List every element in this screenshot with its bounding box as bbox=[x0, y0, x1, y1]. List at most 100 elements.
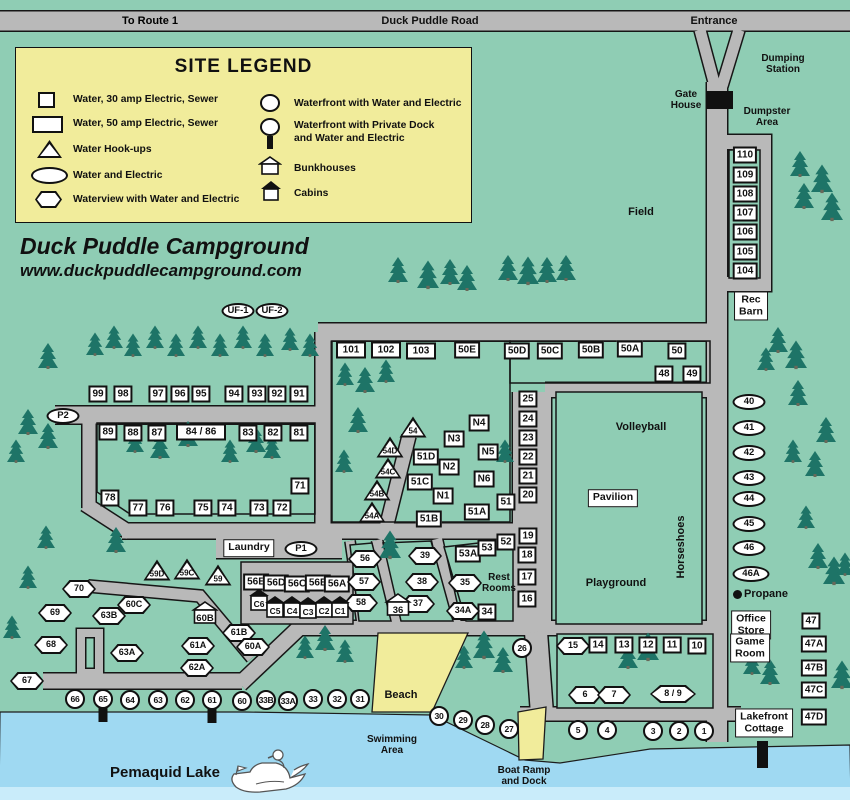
site-48: 48 bbox=[654, 365, 674, 383]
site-27: 27 bbox=[499, 719, 519, 739]
site-c6: C6 bbox=[248, 588, 270, 616]
site-22: 22 bbox=[518, 448, 538, 466]
site-104: 104 bbox=[732, 262, 758, 280]
hex-waterview-icon bbox=[35, 191, 62, 208]
site-40: 40 bbox=[732, 394, 766, 410]
gate-house-label: Gate House bbox=[670, 89, 702, 111]
site-62a: 62A bbox=[180, 659, 214, 677]
site-18: 18 bbox=[517, 546, 537, 564]
site-72: 72 bbox=[272, 499, 292, 517]
svg-text:C5: C5 bbox=[270, 606, 281, 616]
site-33: 33 bbox=[303, 689, 323, 709]
site-n4: N4 bbox=[468, 414, 490, 432]
site-93: 93 bbox=[247, 385, 267, 403]
site-89: 89 bbox=[98, 423, 118, 441]
site-88: 88 bbox=[123, 424, 143, 442]
site-c1: C1 bbox=[329, 595, 351, 623]
site-63a: 63A bbox=[110, 644, 144, 662]
site-uf-1: UF-1 bbox=[221, 303, 255, 319]
campground-title: Duck Puddle Campground bbox=[20, 233, 309, 259]
site-47c: 47C bbox=[800, 681, 828, 699]
site-81: 81 bbox=[289, 424, 309, 442]
lake-shallow-band bbox=[0, 787, 850, 800]
bunkhouse-icon bbox=[257, 156, 283, 181]
site-7: 7 bbox=[597, 686, 631, 704]
site-52: 52 bbox=[496, 533, 516, 551]
site-23: 23 bbox=[518, 429, 538, 447]
entrance-label: Entrance bbox=[690, 14, 738, 27]
site-47: 47 bbox=[801, 612, 821, 630]
site-44: 44 bbox=[732, 491, 766, 507]
site-83: 83 bbox=[238, 424, 258, 442]
propane-label: Propane bbox=[743, 587, 789, 600]
site-57: 57 bbox=[347, 573, 381, 591]
site-n5: N5 bbox=[477, 443, 499, 461]
cabin-icon bbox=[259, 180, 283, 207]
site-51d: 51D bbox=[412, 448, 440, 466]
site-51b: 51B bbox=[415, 510, 443, 528]
circle-waterfront-icon bbox=[260, 94, 280, 112]
site-33a: 33A bbox=[278, 691, 298, 711]
site-31: 31 bbox=[350, 689, 370, 709]
site-6: 6 bbox=[568, 686, 602, 704]
site-108: 108 bbox=[732, 185, 758, 203]
site-legend: SITE LEGEND Water, 30 amp Electric, Sewe… bbox=[15, 47, 472, 223]
site-47b: 47B bbox=[800, 659, 828, 677]
site-5: 5 bbox=[568, 720, 588, 740]
road-name-label: Duck Puddle Road bbox=[381, 14, 479, 27]
site-66: 66 bbox=[65, 689, 85, 709]
site-46: 46 bbox=[732, 540, 766, 556]
site-58: 58 bbox=[344, 594, 378, 612]
site-84-86: 84 / 86 bbox=[176, 423, 226, 441]
site-38: 38 bbox=[405, 573, 439, 591]
svg-text:C4: C4 bbox=[287, 606, 298, 616]
site-60c: 60C bbox=[117, 596, 151, 614]
site-63: 63 bbox=[148, 690, 168, 710]
horseshoes-label: Horseshoes bbox=[674, 515, 687, 579]
site-94: 94 bbox=[224, 385, 244, 403]
site-61-dock bbox=[207, 708, 217, 723]
site-26: 26 bbox=[512, 638, 532, 658]
site-61a: 61A bbox=[181, 637, 215, 655]
svg-text:36: 36 bbox=[393, 605, 404, 616]
site-2: 2 bbox=[669, 721, 689, 741]
playground-label: Playground bbox=[585, 576, 647, 589]
site-50c: 50C bbox=[536, 342, 564, 360]
site-n2: N2 bbox=[438, 458, 460, 476]
site-68: 68 bbox=[34, 636, 68, 654]
site-20: 20 bbox=[518, 486, 538, 504]
site-24: 24 bbox=[518, 410, 538, 428]
site-8-9: 8 / 9 bbox=[650, 685, 696, 703]
site-p1: P1 bbox=[284, 541, 318, 557]
site-4: 4 bbox=[597, 720, 617, 740]
site-70: 70 bbox=[62, 580, 96, 598]
legend-label: Cabins bbox=[294, 188, 329, 199]
site-95: 95 bbox=[191, 385, 211, 403]
site-109: 109 bbox=[732, 166, 758, 184]
boat-illustration bbox=[231, 749, 310, 793]
site-71: 71 bbox=[290, 477, 310, 495]
field-label: Field bbox=[628, 205, 654, 218]
site-c3: C3 bbox=[297, 596, 319, 624]
site-50: 50 bbox=[667, 342, 687, 360]
site-61: 61 bbox=[202, 690, 222, 710]
boat-ramp-label: Boat Ramp and Dock bbox=[497, 765, 551, 787]
propane-dot-icon bbox=[733, 590, 742, 599]
site-82: 82 bbox=[263, 424, 283, 442]
site-41: 41 bbox=[732, 420, 766, 436]
site-35: 35 bbox=[448, 574, 482, 592]
site-17: 17 bbox=[517, 568, 537, 586]
site-60a: 60A bbox=[236, 638, 270, 656]
site-45: 45 bbox=[732, 516, 766, 532]
svg-text:C2: C2 bbox=[319, 606, 330, 616]
to-route-label: To Route 1 bbox=[121, 14, 179, 27]
site-99: 99 bbox=[88, 385, 108, 403]
lake bbox=[0, 711, 850, 800]
site-65-dock bbox=[98, 707, 108, 722]
legend-title: SITE LEGEND bbox=[174, 56, 313, 77]
site-21: 21 bbox=[518, 467, 538, 485]
site-46a: 46A bbox=[732, 566, 770, 582]
site-30: 30 bbox=[429, 706, 449, 726]
rec-barn-label: Rec Barn bbox=[734, 291, 768, 321]
